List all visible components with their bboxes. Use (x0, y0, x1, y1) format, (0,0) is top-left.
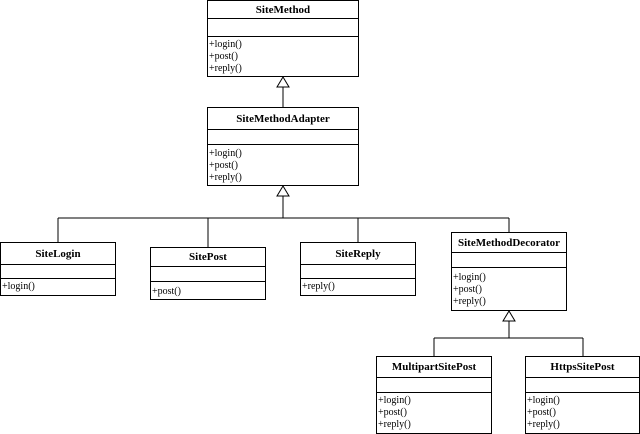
attributes-compartment (301, 265, 415, 279)
method: +post() (453, 284, 482, 295)
method: +reply() (302, 281, 335, 292)
method: +login() (453, 272, 486, 283)
attributes-compartment (526, 378, 639, 393)
class-sitereply: SiteReply +reply() (300, 242, 416, 296)
class-multipartsitepost: MultipartSitePost +login() +post() +repl… (376, 356, 492, 434)
method: +post() (209, 160, 238, 171)
class-sitelogin: SiteLogin +login() (0, 242, 116, 296)
class-name: SiteReply (301, 243, 415, 265)
generalization-arrowhead (276, 76, 290, 88)
method: +reply() (378, 419, 411, 430)
attributes-compartment (208, 130, 358, 145)
attributes-compartment (452, 253, 566, 268)
method: +post() (152, 286, 181, 297)
class-sitepost: SitePost +post() (150, 247, 266, 300)
class-httpssitepost: HttpsSitePost +login() +post() +reply() (525, 356, 640, 434)
methods-compartment: +post() (151, 282, 265, 298)
method: +login() (378, 395, 411, 406)
attributes-compartment (1, 265, 115, 279)
generalization-arrowhead (502, 310, 516, 322)
class-sitemethodadapter: SiteMethodAdapter +login() +post() +repl… (207, 107, 359, 186)
methods-compartment: +login() +post() +reply() (452, 268, 566, 308)
attributes-compartment (208, 19, 358, 37)
methods-compartment: +login() (1, 279, 115, 293)
class-name: SiteMethodDecorator (452, 233, 566, 253)
method: +reply() (527, 419, 560, 430)
class-name: SitePost (151, 248, 265, 267)
class-name: SiteLogin (1, 243, 115, 265)
methods-compartment: +login() +post() +reply() (208, 37, 358, 75)
attributes-compartment (151, 267, 265, 282)
method: +login() (209, 39, 242, 50)
method: +reply() (453, 296, 486, 307)
class-sitemethoddecorator: SiteMethodDecorator +login() +post() +re… (451, 232, 567, 311)
methods-compartment: +reply() (301, 279, 415, 293)
generalization-arrowhead (276, 185, 290, 197)
method: +post() (378, 407, 407, 418)
methods-compartment: +login() +post() +reply() (377, 393, 491, 431)
method: +reply() (209, 63, 242, 74)
method: +login() (527, 395, 560, 406)
method: +post() (527, 407, 556, 418)
methods-compartment: +login() +post() +reply() (526, 393, 639, 431)
class-name: HttpsSitePost (526, 357, 639, 378)
class-sitemethod: SiteMethod +login() +post() +reply() (207, 0, 359, 77)
method: +login() (209, 148, 242, 159)
class-name: MultipartSitePost (377, 357, 491, 378)
class-name: SiteMethod (208, 1, 358, 19)
method: +reply() (209, 172, 242, 183)
class-name: SiteMethodAdapter (208, 108, 358, 130)
methods-compartment: +login() +post() +reply() (208, 145, 358, 184)
method: +post() (209, 51, 238, 62)
attributes-compartment (377, 378, 491, 393)
method: +login() (2, 281, 35, 292)
